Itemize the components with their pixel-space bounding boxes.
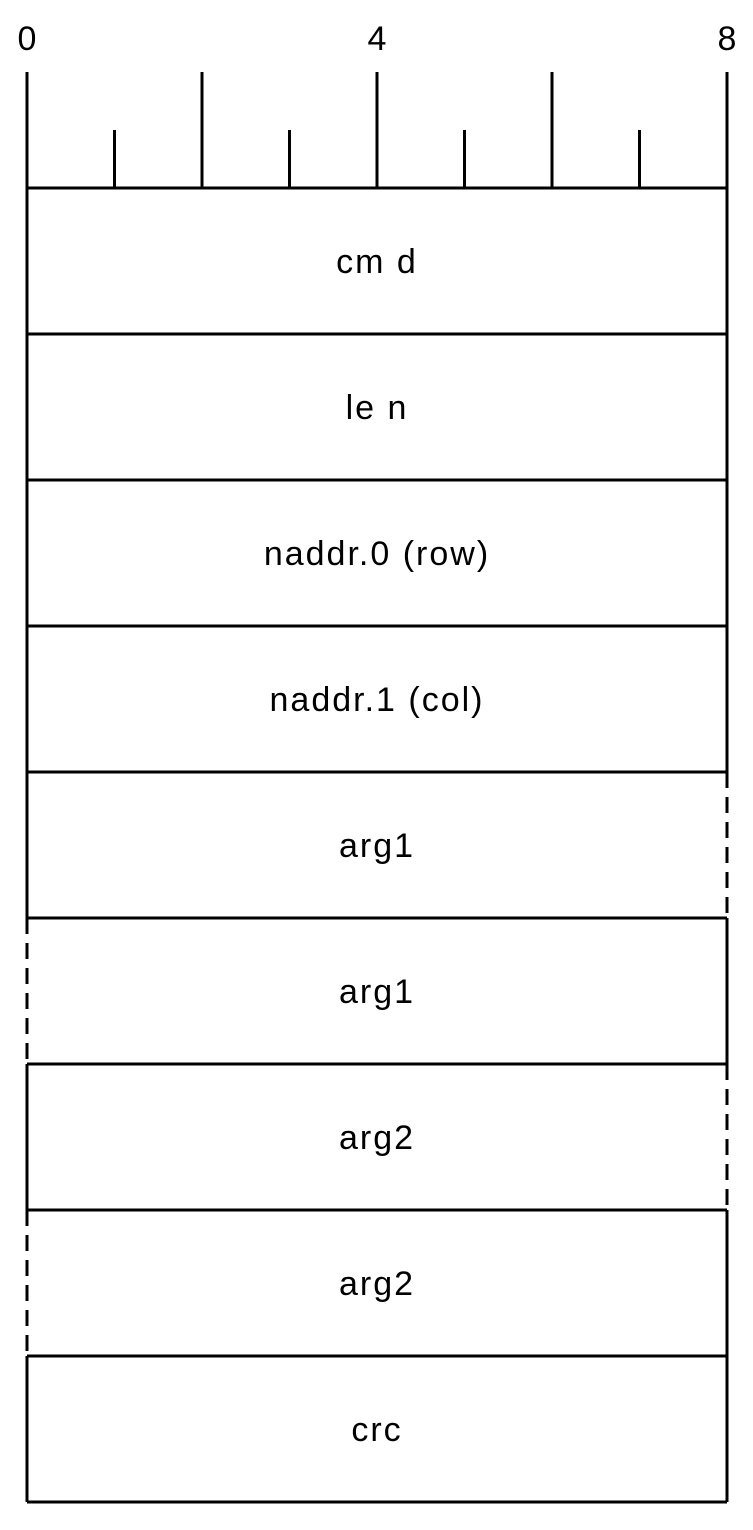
field-stack: cm d le n naddr.0 (row) naddr.1 (col) arg1 ar…: [25, 186, 729, 1504]
field-row: naddr.0 (row): [25, 480, 729, 626]
field-row: crc: [25, 1356, 729, 1502]
field-label: le n: [346, 389, 409, 427]
ruler-label: 0: [18, 20, 37, 58]
field-row: arg1: [25, 918, 729, 1064]
field-label: naddr.1 (col): [270, 681, 485, 719]
field-label: crc: [351, 1411, 402, 1449]
ruler-label: 8: [718, 20, 737, 58]
field-row: cm d: [25, 188, 729, 334]
field-label: naddr.0 (row): [264, 535, 490, 573]
field-label: arg1: [339, 973, 415, 1011]
field-row: le n: [25, 334, 729, 480]
field-row: arg1: [25, 772, 729, 918]
bit-ruler: 0 4 8: [18, 20, 737, 188]
field-row: arg2: [25, 1210, 729, 1356]
field-label: arg2: [339, 1119, 415, 1157]
field-row: naddr.1 (col): [25, 626, 729, 772]
field-label: arg2: [339, 1265, 415, 1303]
field-row: arg2: [25, 1064, 729, 1210]
ruler-label: 4: [368, 20, 387, 58]
field-label: cm d: [336, 243, 418, 281]
field-label: arg1: [339, 827, 415, 865]
